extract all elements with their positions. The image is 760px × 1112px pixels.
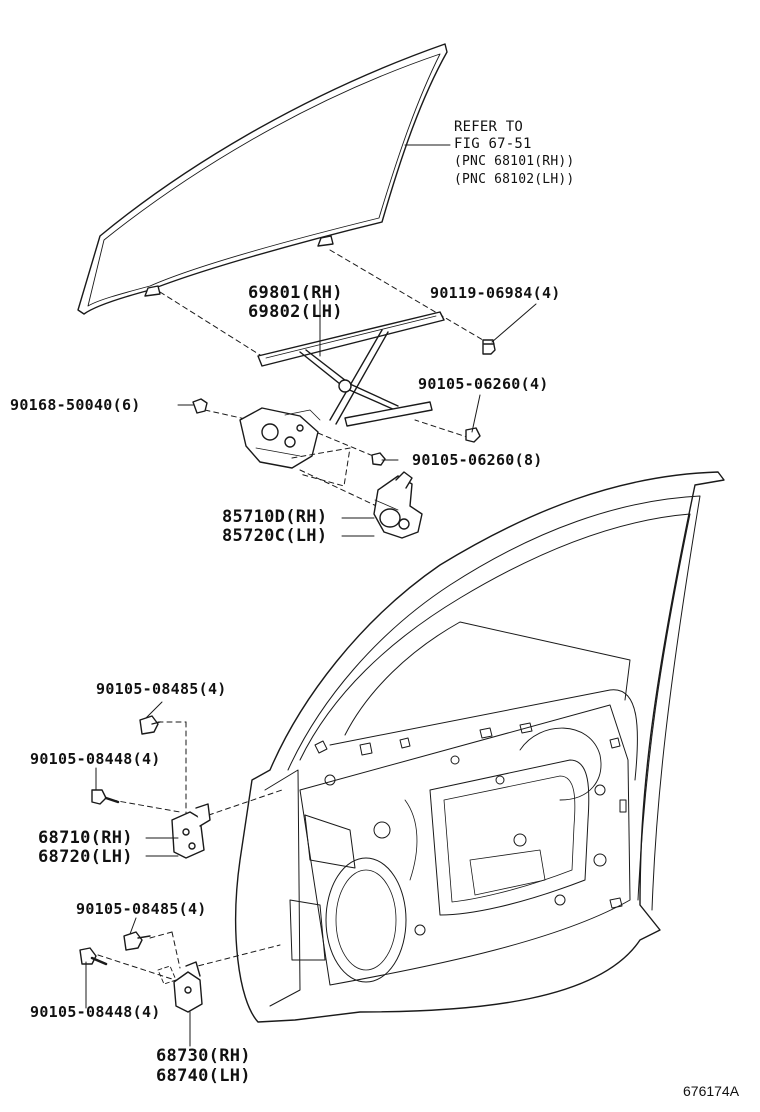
label-bolt-regulator: 90168-50040(6) — [10, 396, 141, 414]
label-upper-hinge-lh: 68720(LH) — [38, 847, 133, 867]
label-motor-rh: 85710D(RH) — [222, 507, 328, 527]
label-upper-hinge-rh: 68710(RH) — [38, 828, 133, 848]
label-regulator-lh: 69802(LH) — [248, 302, 343, 322]
door-inner-panel — [289, 704, 631, 986]
door-glass — [77, 43, 451, 315]
upper-hinge — [171, 803, 211, 859]
label-bolt-glass: 90119-06984(4) — [430, 284, 561, 302]
refer-line-2: FIG 67-51 — [454, 136, 532, 152]
refer-line-3: (PNC 68101(RH)) — [454, 154, 575, 169]
label-lower-hinge-rh: 68730(RH) — [156, 1046, 251, 1066]
label-bolt-rail: 90105-06260(4) — [418, 375, 549, 393]
window-regulator — [239, 311, 445, 487]
door-frame — [234, 471, 725, 1023]
lower-hinge-bolts — [79, 931, 151, 966]
label-upper-hinge-bolt-a: 90105-08485(4) — [96, 680, 227, 698]
label-lower-hinge-lh: 68740(LH) — [156, 1066, 251, 1086]
label-motor-lh: 85720C(LH) — [222, 526, 328, 546]
upper-hinge-bolts — [91, 715, 161, 805]
lower-hinge — [157, 961, 203, 1013]
refer-note: REFER TO FIG 67-51 (PNC 68101(RH)) (PNC … — [454, 120, 574, 186]
label-bolt-motor: 90105-06260(8) — [412, 451, 543, 469]
leader-lines — [85, 299, 537, 1047]
regulator-motor — [373, 471, 423, 539]
regulator-bolts — [192, 339, 496, 466]
label-lower-hinge-bolt-b: 90105-08448(4) — [30, 1003, 161, 1021]
figure-id: 676174A — [683, 1083, 740, 1099]
label-lower-hinge-bolt-a: 90105-08485(4) — [76, 900, 207, 918]
refer-line-1: REFER TO — [454, 119, 524, 135]
leader-dashes — [97, 249, 489, 981]
label-upper-hinge-bolt-b: 90105-08448(4) — [30, 750, 161, 768]
label-regulator-rh: 69801(RH) — [248, 283, 343, 303]
refer-line-4: (PNC 68102(LH)) — [454, 172, 575, 187]
